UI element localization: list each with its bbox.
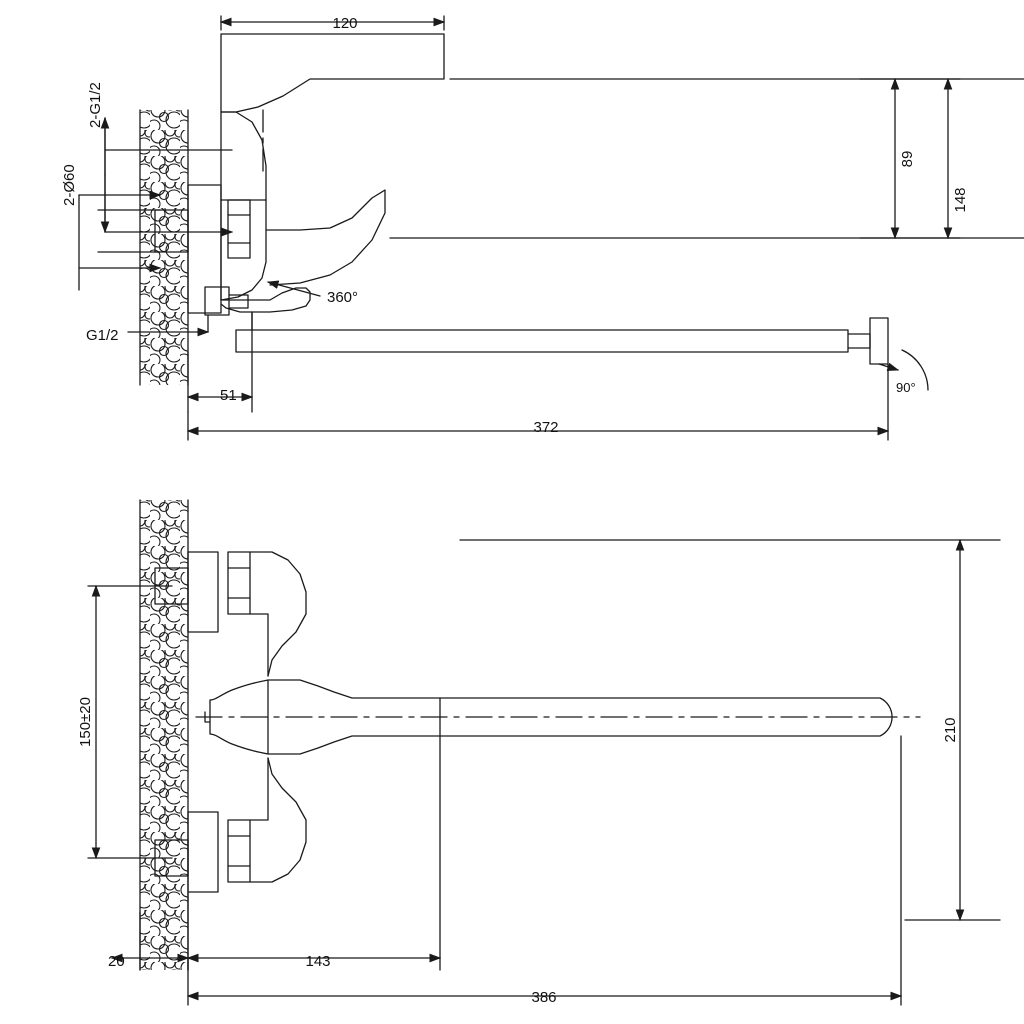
dim-51	[186, 311, 254, 413]
faucet-side-profile	[154, 33, 889, 365]
dim-label-210: 210	[942, 717, 959, 742]
dim-label-386: 386	[531, 989, 556, 1006]
dim-20	[110, 911, 190, 971]
dim-label-150: 150±20	[77, 697, 94, 747]
dim-360	[266, 280, 321, 297]
faucet-front-profile	[154, 551, 921, 893]
dim-372	[186, 363, 890, 441]
dim-label-360: 360°	[327, 289, 358, 306]
dim-89-148	[389, 77, 1024, 240]
wall-hatch-top	[139, 109, 189, 386]
dim-2-d60	[78, 190, 162, 291]
dim-label-372: 372	[533, 419, 558, 436]
dim-label-2-g12: 2-G1/2	[87, 82, 104, 128]
dim-143	[186, 735, 442, 971]
wall-hatch-bottom	[139, 499, 189, 971]
dim-150	[87, 584, 173, 860]
dim-2-g12	[100, 116, 234, 237]
dim-label-148: 148	[952, 187, 969, 212]
dim-label-90: 90°	[896, 380, 916, 395]
dim-label-143: 143	[305, 953, 330, 970]
dimension-labels: 120 89 148 2-G1/2 2-Ø60 G1/2 360° 90° 51…	[61, 15, 969, 1006]
dim-g12	[127, 314, 210, 337]
dim-label-2-d60: 2-Ø60	[61, 164, 78, 206]
dim-label-89: 89	[899, 151, 916, 168]
dim-label-20: 20	[108, 953, 125, 970]
dim-label-g12: G1/2	[86, 327, 119, 344]
dim-label-120: 120	[332, 15, 357, 32]
dim-386	[186, 735, 903, 1006]
dim-label-51: 51	[220, 387, 237, 404]
dim-120	[219, 15, 446, 31]
dim-210	[459, 538, 1001, 922]
